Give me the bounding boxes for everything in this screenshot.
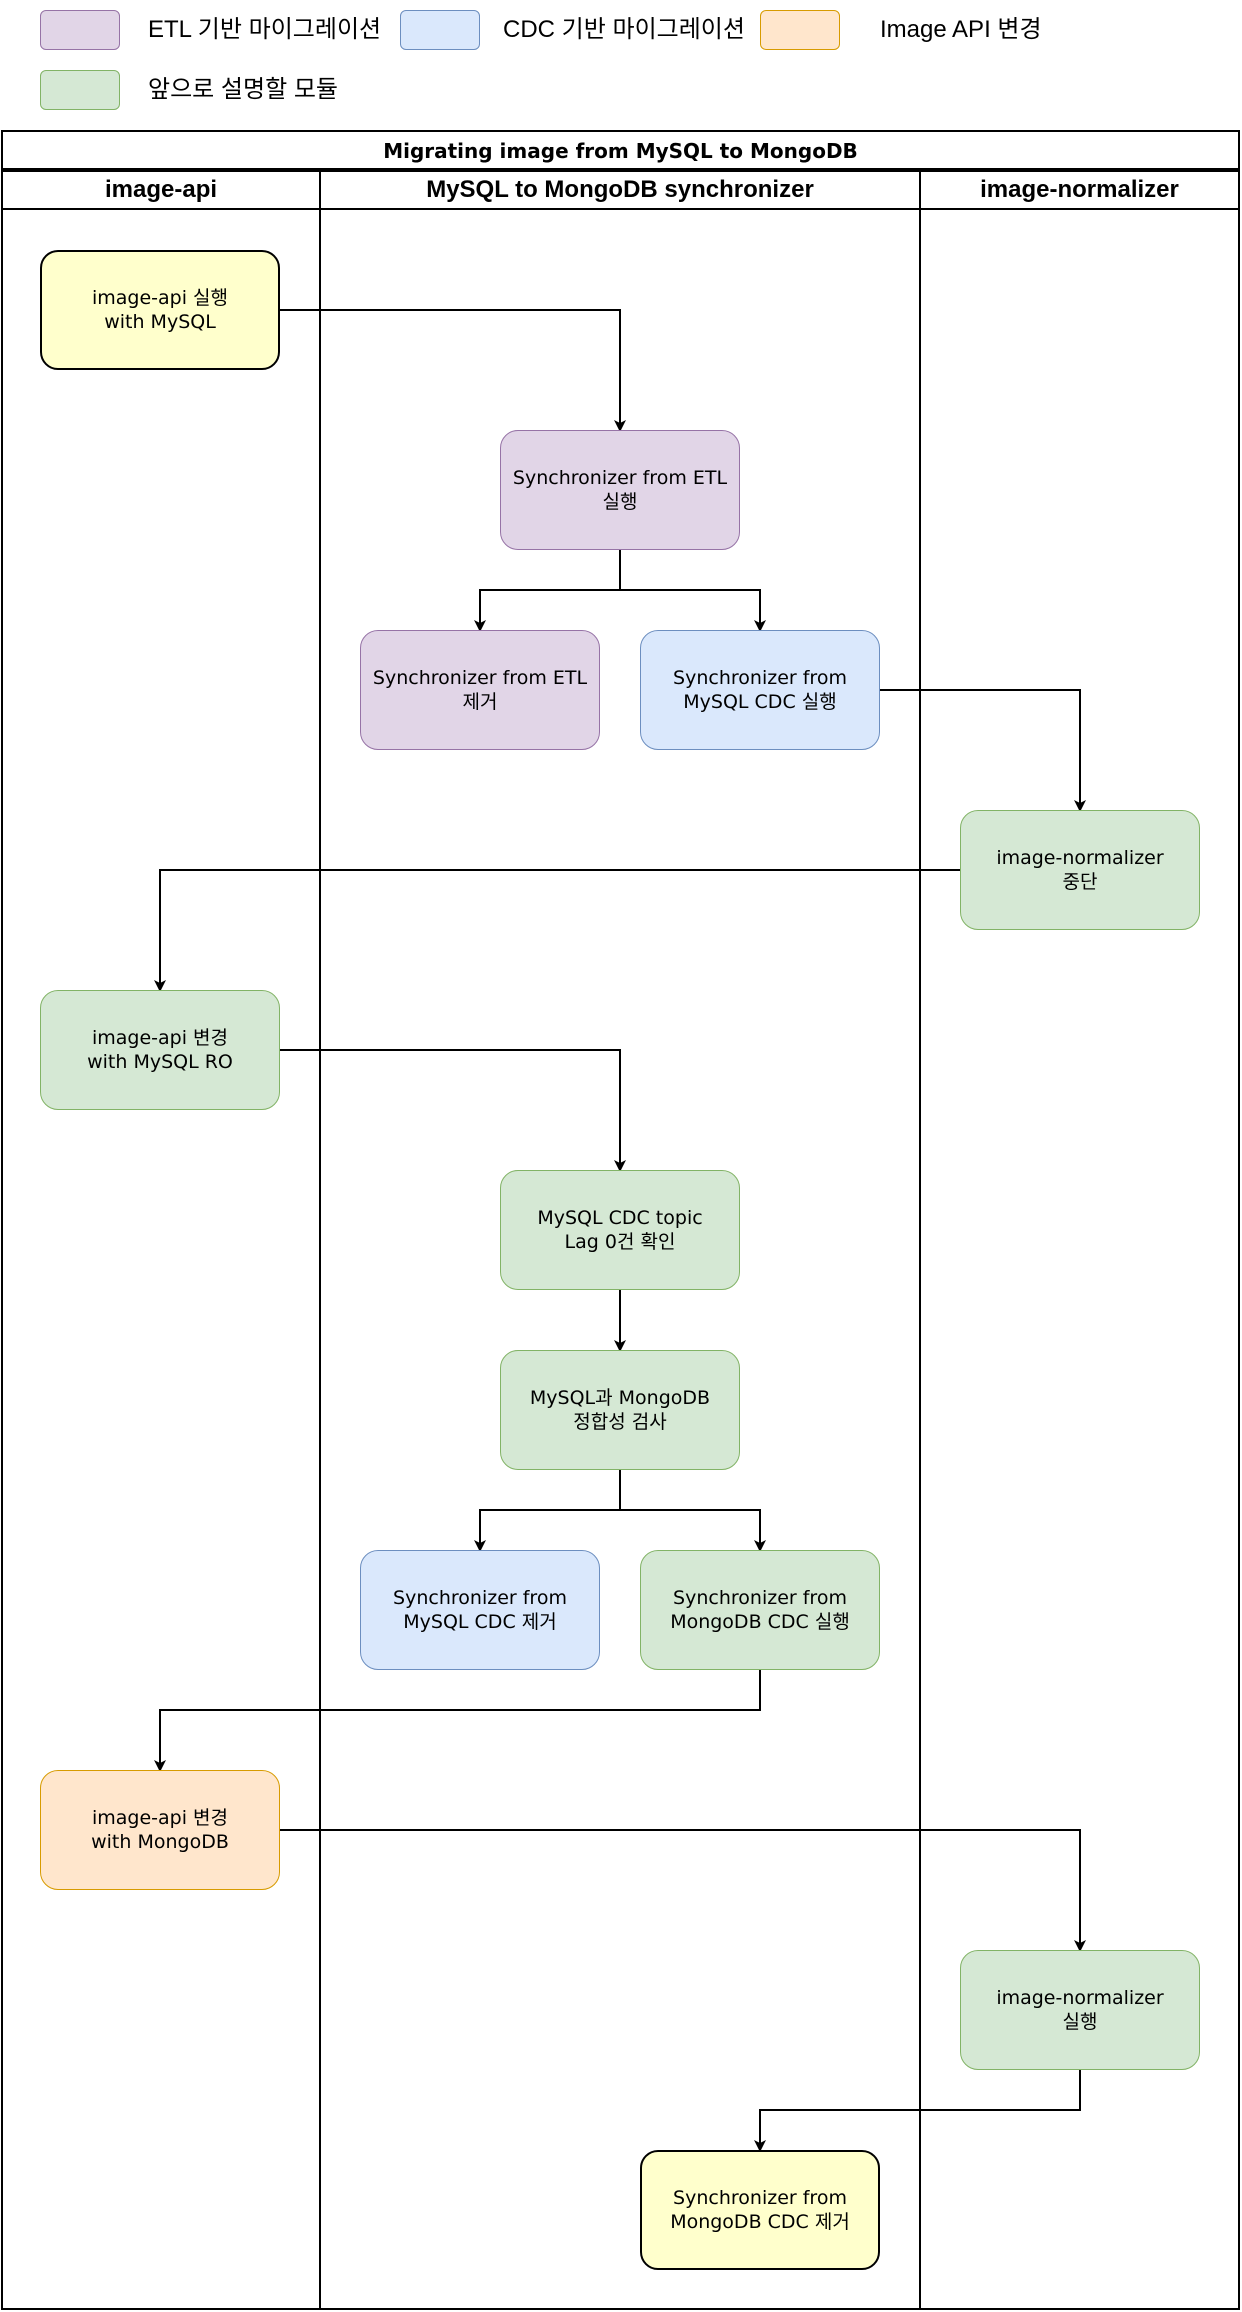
node-normalizer-run[interactable]: image-normalizer 실행 <box>960 1950 1200 2070</box>
node-image-api-mysql-ro[interactable]: image-api 변경 with MySQL RO <box>40 990 280 1110</box>
edge-mysql-cdc-run-to-normalizer-stop <box>880 689 1086 812</box>
edge-api-mysql-to-etl-run <box>280 309 626 432</box>
edge-consistency-to-mongo-cdc-run <box>619 1470 766 1552</box>
node-image-api-mongodb[interactable]: image-api 변경 with MongoDB <box>40 1770 280 1890</box>
lane-header-image-api: image-api <box>1 170 321 210</box>
node-sync-mysql-cdc-run[interactable]: Synchronizer from MySQL CDC 실행 <box>640 630 880 750</box>
node-sync-mysql-cdc-remove[interactable]: Synchronizer from MySQL CDC 제거 <box>360 1550 600 1670</box>
legend-label-cdc: CDC 기반 마이그레이션 <box>503 16 745 43</box>
edge-normalizer-run-to-mongo-remove <box>754 2070 1081 2152</box>
edge-api-mysql-ro-to-lag-check <box>280 1049 626 1172</box>
node-consistency-check[interactable]: MySQL과 MongoDB 정합성 검사 <box>500 1350 740 1470</box>
legend-label-api: Image API 변경 <box>880 16 1042 43</box>
pool-title: Migrating image from MySQL to MongoDB <box>1 130 1240 170</box>
edge-mongo-cdc-run-to-api-mongodb <box>154 1670 761 1772</box>
edge-consistency-to-mysql-cdc-remove <box>474 1470 621 1552</box>
edge-normalizer-stop-to-api-mysql-ro <box>154 869 960 992</box>
edge-etl-run-to-etl-remove <box>474 550 621 632</box>
lane-header-image-normalizer: image-normalizer <box>919 170 1240 210</box>
node-normalizer-stop[interactable]: image-normalizer 중단 <box>960 810 1200 930</box>
legend-swatch-api <box>760 10 840 50</box>
legend-swatch-cdc <box>400 10 480 50</box>
edge-api-mongodb-to-normalizer-run <box>280 1829 1086 1952</box>
node-sync-mongo-cdc-run[interactable]: Synchronizer from MongoDB CDC 실행 <box>640 1550 880 1670</box>
legend-label-new: 앞으로 설명할 모듈 <box>148 76 338 103</box>
legend-swatch-etl <box>40 10 120 50</box>
node-cdc-lag-check[interactable]: MySQL CDC topic Lag 0건 확인 <box>500 1170 740 1290</box>
lane-image-normalizer <box>919 210 1240 2310</box>
node-sync-etl-remove[interactable]: Synchronizer from ETL 제거 <box>360 630 600 750</box>
edge-etl-run-to-mysql-cdc-run <box>619 550 766 632</box>
node-sync-etl-run[interactable]: Synchronizer from ETL 실행 <box>500 430 740 550</box>
lane-header-synchronizer: MySQL to MongoDB synchronizer <box>319 170 921 210</box>
legend-swatch-new <box>40 70 120 110</box>
legend-label-etl: ETL 기반 마이그레이션 <box>148 16 382 43</box>
node-sync-mongo-cdc-remove[interactable]: Synchronizer from MongoDB CDC 제거 <box>640 2150 880 2270</box>
node-image-api-run-mysql[interactable]: image-api 실행 with MySQL <box>40 250 280 370</box>
